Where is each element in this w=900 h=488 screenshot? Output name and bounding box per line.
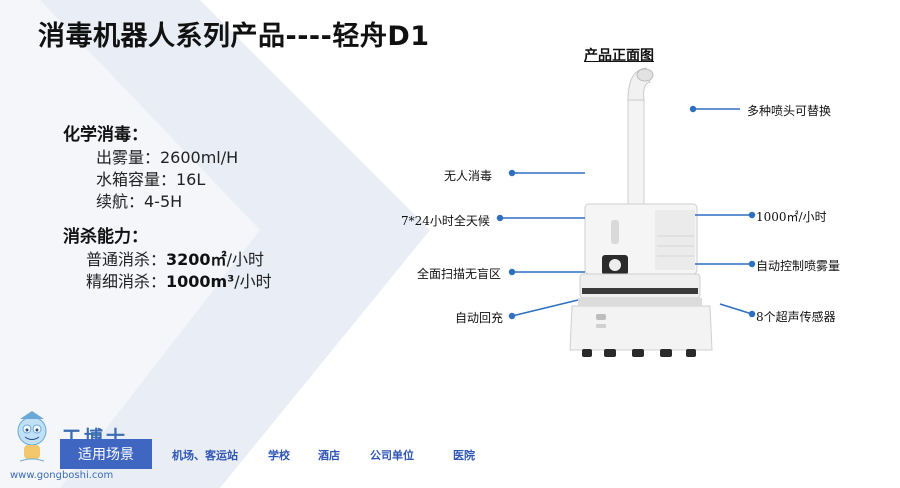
normal-kill-unit: /小时 — [226, 250, 264, 269]
callout-area-rate: 1000㎡/小时 — [756, 210, 827, 224]
scene-item-hotel: 酒店 — [318, 449, 340, 462]
normal-kill-label: 普通消杀： — [86, 250, 167, 269]
spec-block: 化学消毒： 出雾量：2600ml/H 水箱容量：16L 续航：4-5H 消杀能力… — [63, 123, 272, 293]
kill-capacity-heading: 消杀能力： — [63, 227, 148, 247]
callout-unmanned: 无人消毒 — [444, 169, 493, 183]
callout-nozzle: 多种喷头可替换 — [747, 104, 832, 118]
fine-kill-label: 精细消杀： — [86, 272, 167, 291]
fine-kill-unit: /小时 — [234, 272, 272, 291]
watermark-url: www.gongboshi.com — [10, 470, 114, 481]
fine-kill-rate: 精细消杀：1000m³/小时 — [63, 271, 272, 293]
callout-sensors: 8个超声传感器 — [756, 310, 836, 324]
scene-item-hospital: 医院 — [453, 449, 475, 462]
fine-kill-value: 1000m³ — [166, 272, 235, 291]
gongboshi-logo — [17, 411, 47, 462]
normal-kill-rate: 普通消杀：3200㎡/小时 — [63, 249, 272, 271]
applicable-scenes-label: 适用场景 — [60, 439, 152, 469]
mist-rate: 出雾量：2600ml/H — [96, 148, 239, 167]
callout-around-clock: 7*24小时全天候 — [401, 214, 490, 228]
normal-kill-value: 3200㎡ — [166, 250, 227, 269]
scene-item-school: 学校 — [268, 449, 290, 462]
tank-capacity: 水箱容量：16L — [96, 170, 206, 189]
callout-full-scan: 全面扫描无盲区 — [417, 267, 502, 281]
callout-auto-charge: 自动回充 — [455, 311, 504, 325]
callout-auto-spray: 自动控制喷雾量 — [756, 259, 841, 273]
diagram-title: 产品正面图 — [584, 48, 654, 64]
chem-disinfection-heading: 化学消毒： — [63, 125, 148, 145]
scene-item-airport: 机场、客运站 — [172, 449, 238, 462]
robot-illustration — [569, 67, 713, 357]
page-title: 消毒机器人系列产品----轻舟D1 — [38, 21, 430, 52]
scene-item-company: 公司单位 — [370, 449, 414, 462]
endurance: 续航：4-5H — [96, 192, 183, 211]
